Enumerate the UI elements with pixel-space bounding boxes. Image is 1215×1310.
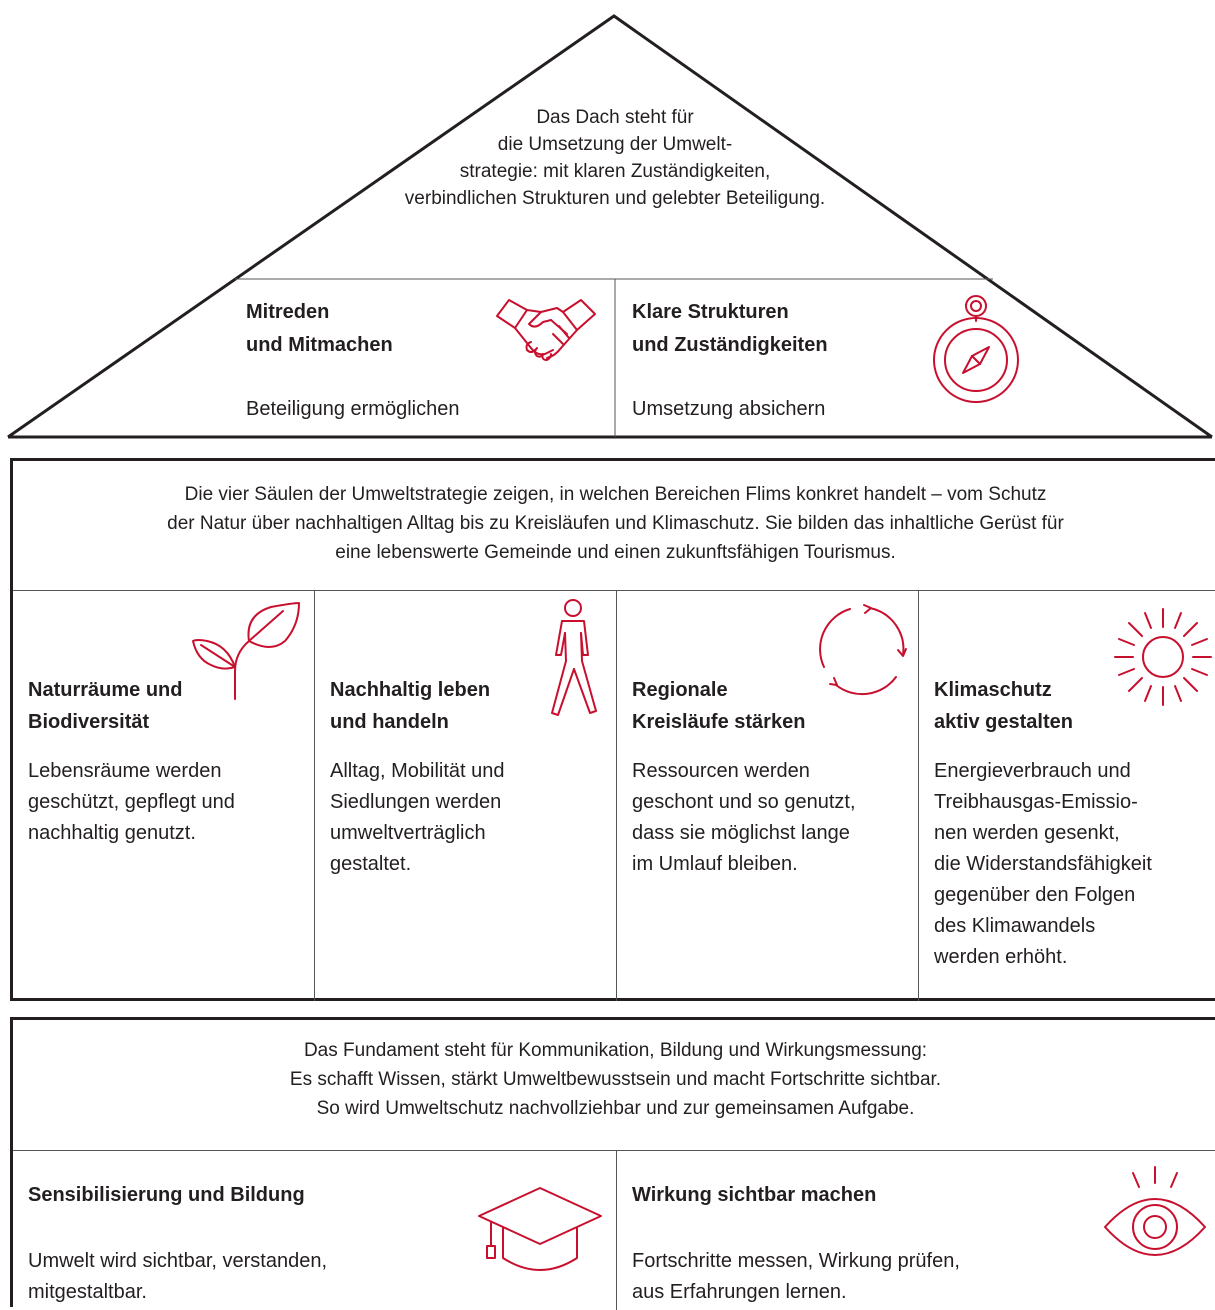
- roof-intro-line: strategie: mit klaren Zuständigkeiten,: [459, 161, 771, 182]
- pillar-nature: Naturräume und Biodiversität Lebensräume…: [28, 591, 308, 1001]
- roof-card-title: Klare Strukturen: [632, 301, 789, 323]
- roof-card-title: Mitreden: [246, 301, 330, 323]
- pillar-text-line: des Klimawandels: [934, 915, 1096, 937]
- pillar-climate: Klimaschutz aktiv gestalten Energieverbr…: [934, 591, 1214, 1001]
- roof-intro-line: verbindlichen Strukturen und gelebter Be…: [404, 188, 826, 209]
- pillars-section: Die vier Säulen der Umweltstrategie zeig…: [10, 458, 1215, 1001]
- cycle-arrows-icon: [819, 604, 907, 696]
- pillar-sustainable-living: Nachhaltig leben und handeln Alltag, Mob…: [330, 591, 610, 1001]
- pillar-text-line: Alltag, Mobilität und: [330, 760, 505, 782]
- foundation-card-education: Umwelt wird sichtbar, verstanden, mitges…: [28, 1246, 327, 1308]
- roof-card-title: und Mitmachen: [246, 334, 393, 356]
- roof-card-title: und Zuständigkeiten: [632, 334, 828, 356]
- foundation-intro-line: So wird Umweltschutz nachvollziehbar und…: [316, 1098, 915, 1119]
- pillar-text-line: Lebensräume werden: [28, 760, 222, 782]
- roof-intro: Das Dach steht für die Umsetzung der Umw…: [320, 104, 910, 212]
- divider: [616, 591, 617, 1001]
- pillar-text-line: Ressourcen werden: [632, 760, 810, 782]
- foundation-text-line: Umwelt wird sichtbar, verstanden,: [28, 1250, 328, 1272]
- pillar-text-line: Treibhausgas-Emissio-: [934, 791, 1138, 813]
- pillar-text-line: werden erhöht.: [934, 946, 1068, 968]
- pillars-intro-line: der Natur über nachhaltigen Alltag bis z…: [167, 513, 1064, 534]
- pillars-intro-line: Die vier Säulen der Umweltstrategie zeig…: [184, 484, 1047, 505]
- pillar-text-line: geschützt, gepflegt und: [28, 791, 235, 813]
- eye-icon: [1104, 1166, 1206, 1256]
- foundation-card-impact: Fortschritte messen, Wirkung prüfen, aus…: [632, 1246, 960, 1308]
- pillar-text-line: nachhaltig genutzt.: [28, 822, 196, 844]
- roof-card-text: Beteiligung ermöglichen: [246, 398, 460, 420]
- pillar-text-line: im Umlauf bleiben.: [632, 853, 798, 875]
- pillars-intro: Die vier Säulen der Umweltstrategie zeig…: [13, 480, 1215, 567]
- pillar-text-line: Siedlungen werden: [330, 791, 502, 813]
- pillar-text-line: Energieverbrauch und: [934, 760, 1131, 782]
- pillar-text-line: geschont und so genutzt,: [632, 791, 856, 813]
- divider: [314, 591, 315, 1001]
- pillar-title: Klimaschutz: [934, 679, 1052, 701]
- roof-intro-line: Das Dach steht für: [536, 107, 694, 128]
- pillar-title: Naturräume und: [28, 679, 183, 701]
- pillar-text-line: umweltverträglich: [330, 822, 486, 844]
- pillar-title: Nachhaltig leben: [330, 679, 491, 701]
- pillar-title: Kreisläufe stärken: [632, 711, 806, 733]
- pillar-title: und handeln: [330, 711, 449, 733]
- pillar-regional-cycles: Regionale Kreisläufe stärken Ressourcen …: [632, 591, 912, 1001]
- roof-outline: [7, 14, 1213, 439]
- divider: [13, 1150, 1215, 1151]
- foundation-intro-line: Das Fundament steht für Kommunikation, B…: [303, 1040, 928, 1061]
- roof-intro-line: die Umsetzung der Umwelt-: [497, 134, 733, 155]
- foundation-card-title: Wirkung sichtbar machen: [632, 1184, 877, 1206]
- roof-card-structures: Klare Strukturen und Zuständigkeiten: [632, 296, 828, 362]
- pillar-title: aktiv gestalten: [934, 711, 1073, 733]
- roof-card-text: Umsetzung absichern: [632, 398, 826, 420]
- sun-icon: [1114, 608, 1212, 706]
- pillar-text-line: dass sie möglichst lange: [632, 822, 850, 844]
- foundation-card-title: Sensibilisierung und Bildung: [28, 1184, 305, 1206]
- divider: [616, 1150, 617, 1310]
- pillar-title: Biodiversität: [28, 711, 150, 733]
- pillar-text-line: gegenüber den Folgen: [934, 884, 1136, 906]
- sprout-icon: [192, 602, 300, 700]
- foundation-text-line: Fortschritte messen, Wirkung prüfen,: [632, 1250, 960, 1272]
- foundation-intro-line: Es schafft Wissen, stärkt Umweltbewussts…: [289, 1069, 942, 1090]
- foundation-intro: Das Fundament steht für Kommunikation, B…: [13, 1036, 1215, 1123]
- foundation-text-line: mitgestaltbar.: [28, 1281, 147, 1303]
- pillar-text-line: gestaltet.: [330, 853, 412, 875]
- divider: [13, 590, 1215, 591]
- pillars-intro-line: eine lebenswerte Gemeinde und einen zuku…: [335, 542, 896, 563]
- walking-person-icon: [551, 599, 597, 716]
- handshake-icon: [496, 299, 596, 361]
- compass-icon: [933, 295, 1019, 403]
- pillar-title: Regionale: [632, 679, 728, 701]
- roof-card-participation: Mitreden und Mitmachen: [246, 296, 393, 362]
- foundation-text-line: aus Erfahrungen lernen.: [632, 1281, 847, 1303]
- foundation-section: Das Fundament steht für Kommunikation, B…: [10, 1017, 1215, 1310]
- pillar-text-line: nen werden gesenkt,: [934, 822, 1120, 844]
- pillar-text-line: die Widerstandsfähigkeit: [934, 853, 1152, 875]
- graduation-cap-icon: [478, 1187, 602, 1271]
- divider: [918, 591, 919, 1001]
